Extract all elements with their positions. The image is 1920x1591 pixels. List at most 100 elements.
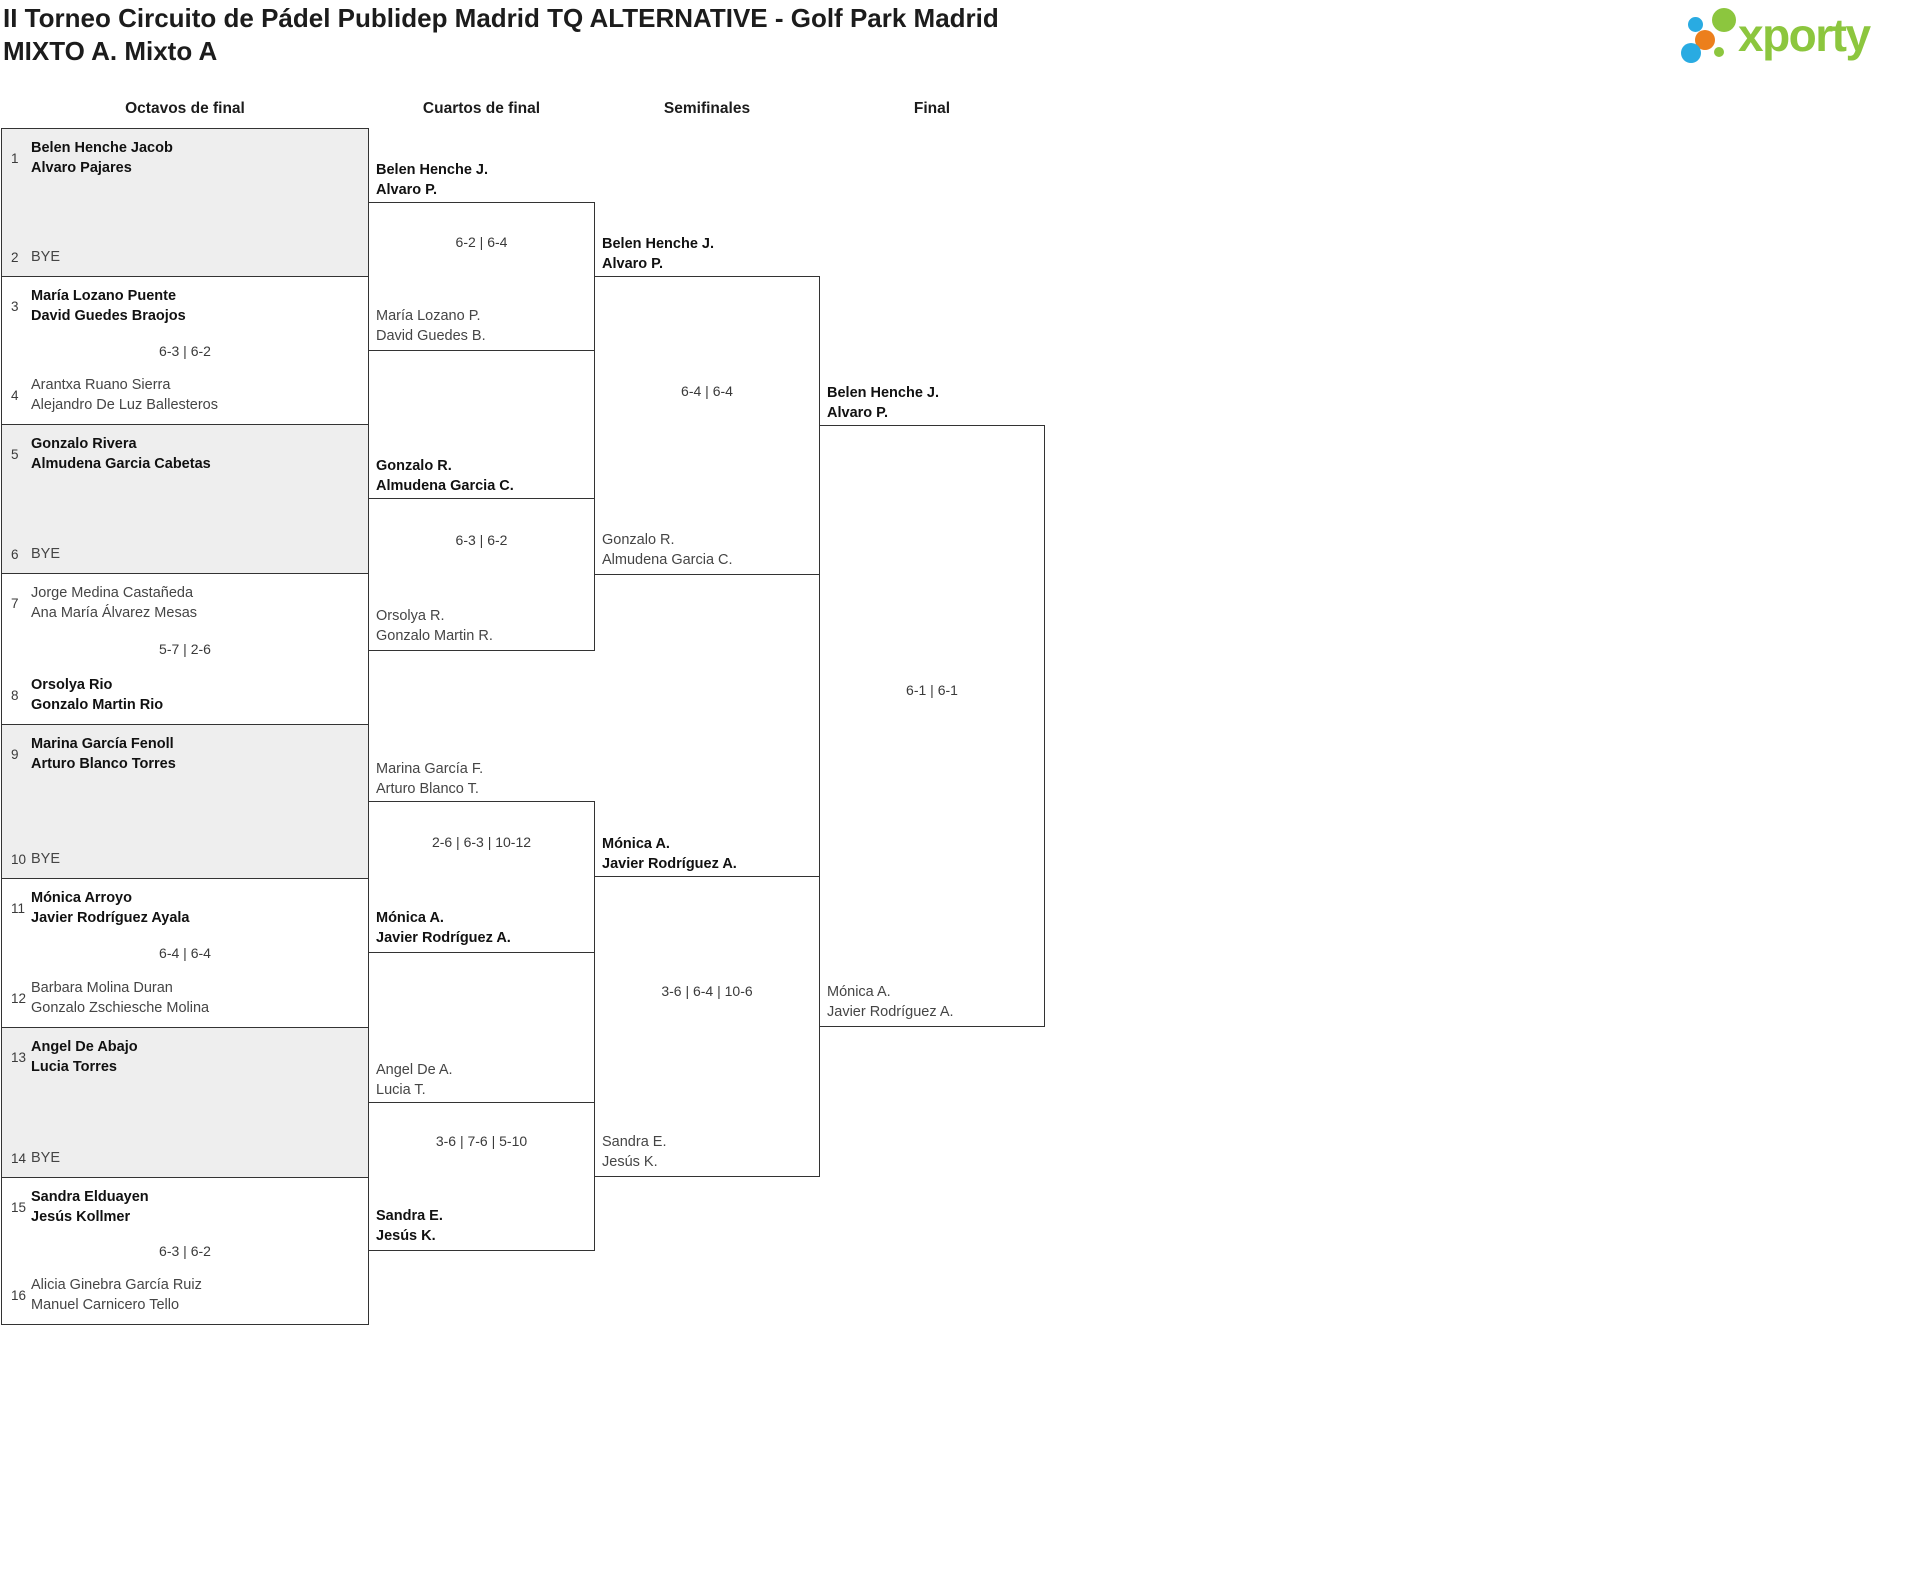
team-row: 8 Orsolya Rio Gonzalo Martin Rio <box>11 676 360 715</box>
match-score: 6-4 | 6-4 <box>681 383 733 399</box>
team-pair: Angel De A. Lucia T. <box>376 1061 453 1100</box>
round-header-octavos: Octavos de final <box>125 100 245 117</box>
qf-match-4: Angel De A. Lucia T. 3-6 | 7-6 | 5-10 Sa… <box>368 1062 595 1251</box>
team-pair: Alicia Ginebra García Ruiz Manuel Carnic… <box>31 1276 202 1315</box>
logo-dot-blue-large <box>1681 43 1701 63</box>
team-row: 13 Angel De Abajo Lucia Torres <box>11 1038 360 1077</box>
player-name: Belen Henche J. <box>376 162 489 178</box>
bye-slot: BYE <box>31 545 61 562</box>
title-line-1: II Torneo Circuito de Pádel Publidep Mad… <box>3 3 999 33</box>
seed-number: 1 <box>11 151 19 166</box>
player-name: Javier Rodríguez A. <box>376 929 511 946</box>
seed-number: 7 <box>11 596 19 611</box>
team-pair: María Lozano P. David Guedes B. <box>376 307 486 346</box>
bye-slot: BYE <box>31 850 61 867</box>
logo-dot-green-small <box>1714 47 1724 57</box>
player-name: David Guedes B. <box>376 327 486 344</box>
player-name: Orsolya R. <box>376 608 445 624</box>
player-name: Ana María Álvarez Mesas <box>31 604 198 621</box>
logo-dot-green-large <box>1712 8 1736 32</box>
round-header-cuartos: Cuartos de final <box>422 100 541 117</box>
player-name: Alejandro De Luz Ballesteros <box>31 396 218 413</box>
team-row: 11 Mónica Arroyo Javier Rodríguez Ayala <box>11 889 360 928</box>
team-pair: Mónica A. Javier Rodríguez A. <box>602 835 737 874</box>
player-name: Lucia Torres <box>31 1058 117 1075</box>
player-name: Sandra E. <box>602 1134 667 1150</box>
team-pair: Belen Henche J. Alvaro P. <box>602 235 714 274</box>
team-pair: Gonzalo Rivera Almudena Garcia Cabetas <box>31 435 211 474</box>
player-name: Mónica A. <box>376 910 444 926</box>
seed-number: 3 <box>11 299 19 314</box>
team-row: 5 Gonzalo Rivera Almudena Garcia Cabetas <box>11 435 360 474</box>
team-pair: Marina García F. Arturo Blanco T. <box>376 760 483 799</box>
player-name: Orsolya Rio <box>31 677 113 693</box>
player-name: Javier Rodríguez Ayala <box>31 909 190 926</box>
match-score: 6-3 | 6-2 <box>455 532 508 548</box>
team-pair: Belen Henche J. Alvaro P. <box>827 384 939 423</box>
team-row: 10 BYE <box>11 850 360 870</box>
team-pair: Belen Henche J. Alvaro P. <box>376 161 488 200</box>
player-name: Marina García F. <box>376 761 484 777</box>
seed-number: 13 <box>11 1050 27 1065</box>
player-name: Alvaro P. <box>376 181 437 198</box>
player-name: Alvaro Pajares <box>31 159 132 176</box>
team-row: 12 Barbara Molina Duran Gonzalo Zschiesc… <box>11 979 360 1018</box>
qf-match-1: Belen Henche J. Alvaro P. 6-2 | 6-4 Marí… <box>368 162 595 351</box>
match-score: 5-7 | 2-6 <box>159 641 211 657</box>
team-row: 16 Alicia Ginebra García Ruiz Manuel Car… <box>11 1276 360 1315</box>
bye-slot: BYE <box>31 248 61 265</box>
r16-match-8: 15 Sandra Elduayen Jesús Kollmer 6-3 | 6… <box>1 1177 369 1325</box>
seed-number: 15 <box>11 1200 27 1215</box>
seed-number: 14 <box>11 1150 27 1166</box>
qf-match-2: Gonzalo R. Almudena Garcia C. 6-3 | 6-2 … <box>368 458 595 651</box>
title-line-2: MIXTO A. Mixto A <box>3 36 218 66</box>
team-pair: Orsolya Rio Gonzalo Martin Rio <box>31 676 163 715</box>
player-name: Jesús K. <box>376 1227 436 1244</box>
team-row: 9 Marina García Fenoll Arturo Blanco Tor… <box>11 735 360 774</box>
seed-number: 4 <box>11 388 19 403</box>
sf-match-2: Mónica A. Javier Rodríguez A. 3-6 | 6-4 … <box>594 836 820 1177</box>
seed-number: 6 <box>11 546 19 562</box>
team-row: 7 Jorge Medina Castañeda Ana María Álvar… <box>11 584 360 623</box>
player-name: María Lozano P. <box>376 308 481 324</box>
player-name: Lucia T. <box>376 1081 426 1098</box>
final-match: Belen Henche J. Alvaro P. 6-1 | 6-1 Móni… <box>819 385 1045 1027</box>
team-pair: Arantxa Ruano Sierra Alejandro De Luz Ba… <box>31 376 218 415</box>
player-name: Jesús Kollmer <box>31 1208 131 1225</box>
player-name: Alvaro P. <box>827 404 888 421</box>
team-row: 6 BYE <box>11 545 360 565</box>
r16-match-7: 13 Angel De Abajo Lucia Torres 14 BYE <box>1 1027 369 1178</box>
player-name: Almudena Garcia C. <box>602 551 733 568</box>
team-row: 2 BYE <box>11 248 360 268</box>
seed-number: 5 <box>11 447 19 462</box>
player-name: Arantxa Ruano Sierra <box>31 377 171 393</box>
player-name: Almudena Garcia C. <box>376 477 514 494</box>
team-pair: Orsolya R. Gonzalo Martin R. <box>376 607 493 646</box>
seed-number: 12 <box>11 991 27 1006</box>
seed-number: 2 <box>11 249 19 265</box>
match-score: 6-3 | 6-2 <box>159 342 211 359</box>
round-header-semifinales: Semifinales <box>663 100 751 117</box>
team-pair: Sandra Elduayen Jesús Kollmer <box>31 1188 149 1227</box>
seed-number: 16 <box>11 1288 27 1303</box>
player-name: Belen Henche J. <box>827 385 940 401</box>
player-name: Jorge Medina Castañeda <box>31 585 194 601</box>
team-row: 14 BYE <box>11 1149 360 1169</box>
r16-match-3: 5 Gonzalo Rivera Almudena Garcia Cabetas… <box>1 424 369 574</box>
xporty-logo[interactable]: xporty <box>1678 6 1898 70</box>
player-name: Alicia Ginebra García Ruiz <box>31 1277 202 1293</box>
player-name: Marina García Fenoll <box>31 736 174 752</box>
player-name: Arturo Blanco Torres <box>31 755 176 772</box>
team-pair: Angel De Abajo Lucia Torres <box>31 1038 138 1077</box>
player-name: Jesús K. <box>602 1153 658 1170</box>
player-name: Gonzalo Zschiesche Molina <box>31 999 210 1016</box>
player-name: Sandra Elduayen <box>31 1189 149 1205</box>
team-row: 15 Sandra Elduayen Jesús Kollmer <box>11 1188 360 1227</box>
r16-match-6: 11 Mónica Arroyo Javier Rodríguez Ayala … <box>1 878 369 1028</box>
player-name: Javier Rodríguez A. <box>827 1003 954 1020</box>
player-name: María Lozano Puente <box>31 288 177 304</box>
match-score: 2-6 | 6-3 | 10-12 <box>431 834 532 850</box>
qf-match-3: Marina García F. Arturo Blanco T. 2-6 | … <box>368 761 595 953</box>
player-name: Alvaro P. <box>602 255 663 272</box>
r16-match-4: 7 Jorge Medina Castañeda Ana María Álvar… <box>1 573 369 725</box>
